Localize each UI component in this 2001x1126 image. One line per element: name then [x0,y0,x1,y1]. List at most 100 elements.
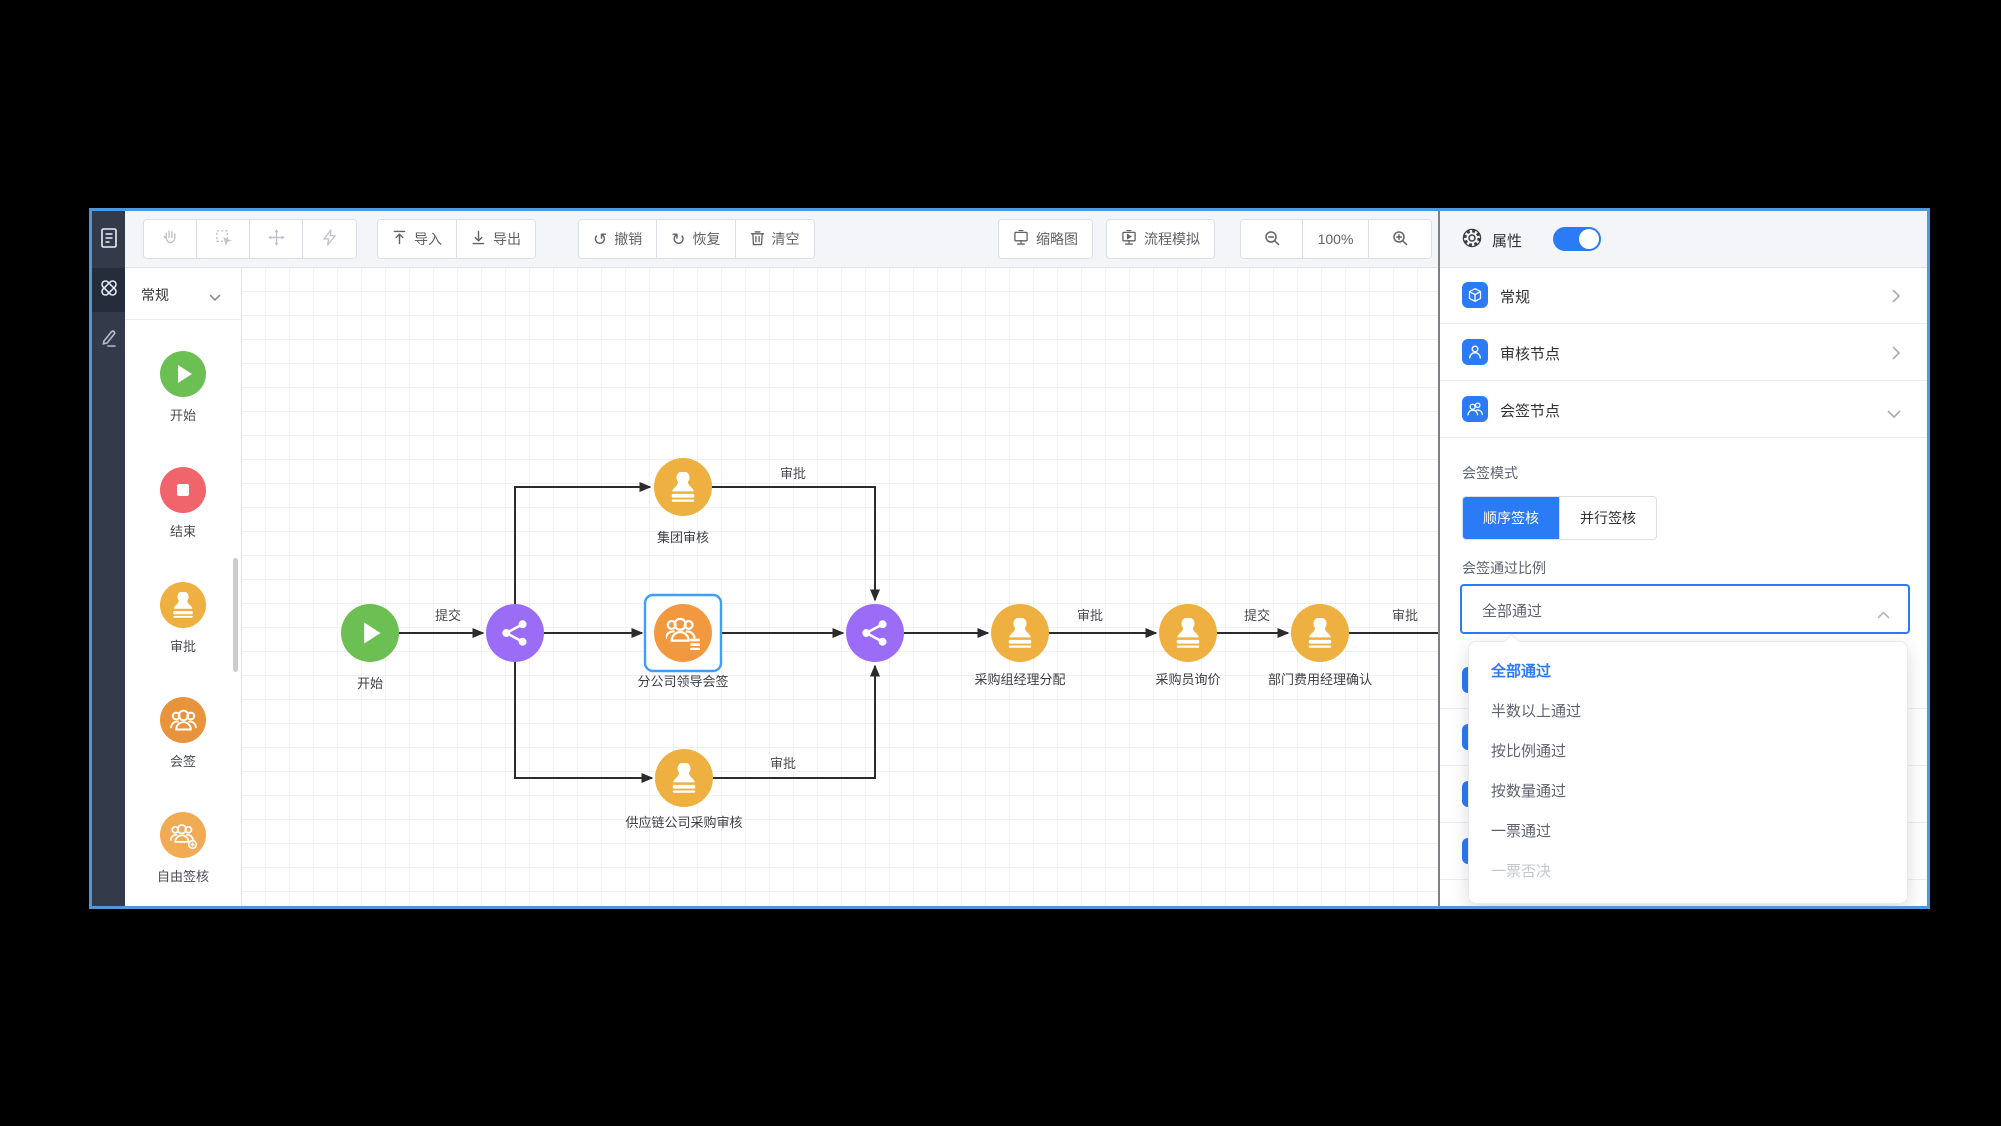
palette-item-label: 会签 [169,754,196,769]
option-majority-pass[interactable]: 半数以上通过 [1491,703,1582,720]
palette-item-free-sign[interactable]: 自由签核 [125,812,241,885]
palette-item-end[interactable]: 结束 [125,467,241,540]
clear-button[interactable]: 清空 [735,220,814,258]
edge-label: 审批 [780,466,806,481]
simulate-icon [1121,229,1137,248]
zoom-in-button[interactable] [1369,220,1431,258]
people-icon [1462,396,1488,422]
node-merge-gateway[interactable] [846,604,904,662]
palette-group-label: 常规 [141,287,169,303]
option-all-pass[interactable]: 全部通过 [1491,663,1552,680]
group-icon [160,697,206,743]
node-split-gateway[interactable] [486,604,544,662]
pan-tool-button[interactable] [144,220,197,258]
node-label: 集团审核 [657,530,709,545]
simulate-group: 流程模拟 [1106,219,1215,259]
sign-mode-label: 会签模式 [1462,465,1518,481]
simulate-button[interactable]: 流程模拟 [1107,220,1214,258]
redo-label: 恢复 [692,231,721,247]
io-group: 导入 导出 [377,219,536,259]
option-one-vote-pass[interactable]: 一票通过 [1491,823,1552,840]
panel-divider [1438,211,1440,906]
undo-button[interactable]: ↺ 撤销 [579,220,658,258]
zoom-out-button[interactable] [1241,220,1303,258]
palette-item-approve[interactable]: 审批 [125,582,241,655]
undo-icon: ↺ [593,229,608,249]
sidebar-item-document[interactable] [92,218,125,262]
flow-edges [399,482,1438,783]
palette-item-label: 开始 [169,408,196,423]
section-review-node[interactable]: 审核节点 [1440,324,1927,381]
palette-item-label: 审批 [169,639,196,654]
node-label: 采购员询价 [1155,672,1220,687]
sign-mode-parallel[interactable]: 并行签核 [1559,497,1656,539]
zoom-in-icon [1392,230,1408,249]
chevron-right-icon [1892,289,1901,308]
trash-icon [750,230,765,249]
edge-label: 审批 [770,756,796,771]
option-count-pass[interactable]: 按数量通过 [1491,783,1567,800]
toolbar: 导入 导出 ↺ 撤销 ↻ 恢复 [125,211,1927,268]
clear-label: 清空 [771,231,800,247]
redo-button[interactable]: ↻ 恢复 [657,220,736,258]
export-icon [471,230,486,248]
canvas-tool-group [143,219,357,259]
sidebar-item-edit[interactable] [92,318,125,362]
person-icon [1462,339,1488,365]
zoom-level-value: 100% [1317,231,1354,247]
import-button[interactable]: 导入 [378,220,457,258]
pass-ratio-select[interactable]: 全部通过 [1460,584,1910,634]
section-label: 审核节点 [1500,346,1561,363]
sign-mode-sequential[interactable]: 顺序签核 [1463,497,1559,539]
lightning-icon [322,229,337,249]
sign-mode-segmented: 顺序签核 并行签核 [1462,496,1657,540]
palette-item-start[interactable]: 开始 [125,351,241,424]
edge-labels: 提交 审批 审批 审批 提交 审批 [435,466,1418,771]
export-label: 导出 [493,231,521,247]
palette-scrollbar[interactable] [233,558,238,672]
zoom-group: 100% [1240,219,1432,259]
chevron-up-icon [1877,606,1890,624]
dropdown-arrow [1503,633,1520,650]
select-tool-button[interactable] [197,220,250,258]
flow-canvas[interactable]: 提交 审批 审批 审批 提交 审批 开始 集团审核 [241,267,1438,906]
node-start[interactable]: 开始 [341,604,399,691]
palette-item-countersign[interactable]: 会签 [125,697,241,770]
node-buyer-inquiry[interactable]: 采购员询价 [1155,604,1221,687]
export-button[interactable]: 导出 [457,220,535,258]
toggle-knob [1579,229,1599,249]
chevron-down-icon [209,289,221,307]
move-icon [267,229,285,249]
option-ratio-pass[interactable]: 按比例通过 [1491,743,1567,760]
sidebar-item-workflow[interactable] [92,268,125,312]
panel-title: 属性 [1492,233,1523,250]
section-countersign-node[interactable]: 会签节点 [1440,381,1927,438]
section-label: 会签节点 [1500,403,1561,420]
edge-label: 提交 [1244,608,1270,623]
auto-layout-button[interactable] [303,220,356,258]
node-supply-review[interactable]: 供应链公司采购审核 [625,749,743,830]
node-branch-leader-countersign[interactable]: 分公司领导会签 [637,593,729,689]
properties-panel: 常规 审核节点 会签节点 会签模式 顺序签核 并行签核 会签通过比例 全部通过 [1440,267,1927,906]
section-general[interactable]: 常规 [1440,267,1927,324]
move-tool-button[interactable] [250,220,303,258]
palette-group-header[interactable]: 常规 [125,267,241,320]
minimap-group: 缩略图 [998,219,1093,259]
marquee-select-icon [215,229,232,249]
gear-icon [1460,226,1484,255]
edge-label: 审批 [1392,608,1418,623]
node-dept-cost-confirm[interactable]: 部门费用经理确认 [1268,604,1372,687]
node-label: 分公司领导会签 [637,674,728,689]
properties-toggle[interactable] [1553,227,1601,251]
pencil-icon [99,328,119,353]
import-icon [392,230,407,248]
cube-icon [1462,282,1488,308]
zoom-level[interactable]: 100% [1303,220,1369,258]
minimap-button[interactable]: 缩略图 [999,220,1092,258]
node-purchase-manager[interactable]: 采购组经理分配 [974,604,1066,687]
start-node-icon [160,351,206,397]
node-group-review[interactable]: 集团审核 [654,458,712,545]
zoom-out-icon [1264,230,1280,249]
app-window: 导入 导出 ↺ 撤销 ↻ 恢复 [89,208,1930,909]
option-one-vote-veto: 一票否决 [1491,863,1552,880]
